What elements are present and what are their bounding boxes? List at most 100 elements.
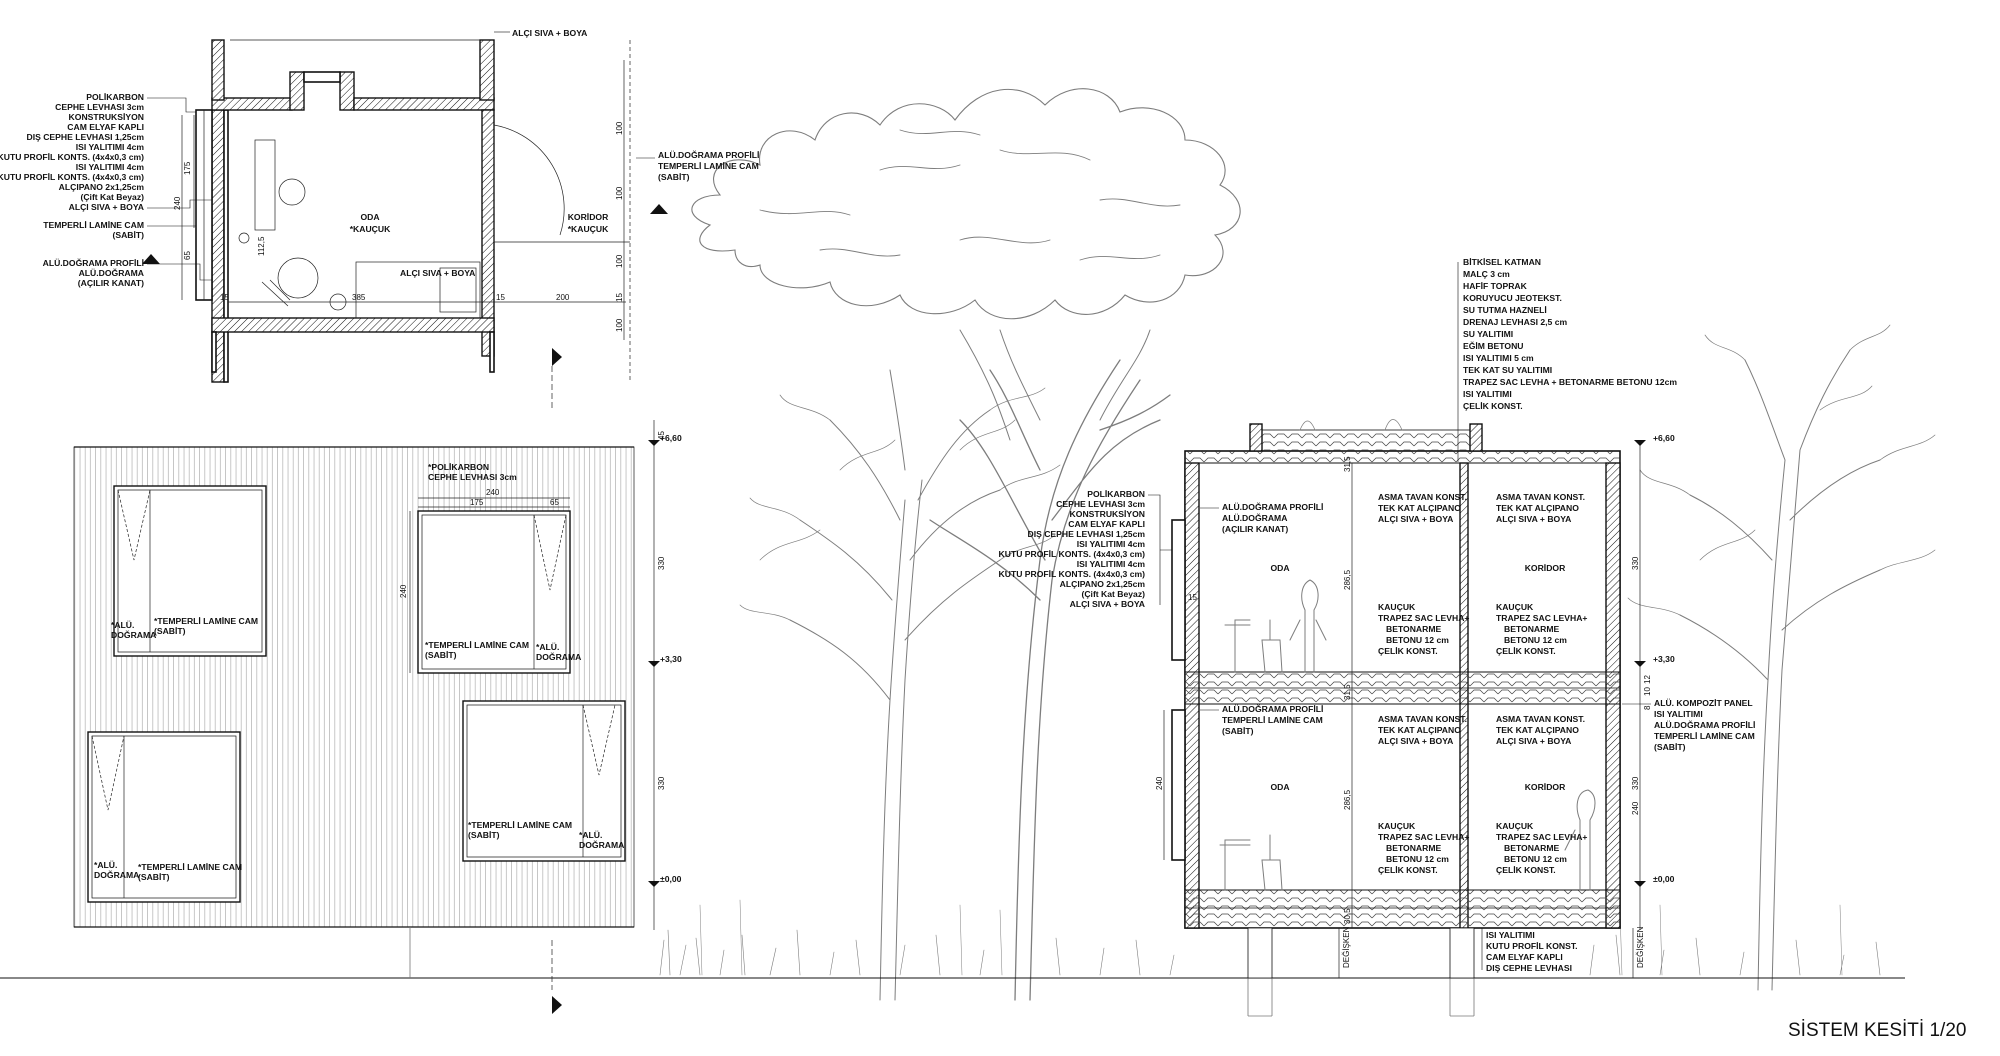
section-label: ISI YALITIMI <box>1463 389 1512 399</box>
section-label: BETONARME <box>1386 843 1441 853</box>
elev-level: ±0,00 <box>660 874 682 884</box>
tree-illustrations <box>659 88 1936 1001</box>
section-label: KAUÇUK <box>1496 821 1534 831</box>
elev-level: +6,60 <box>660 433 682 443</box>
section-label: BETONARME <box>1504 843 1559 853</box>
facade-window <box>113 485 267 657</box>
section-label: TEK KAT ALÇIPANO <box>1496 503 1579 513</box>
section-label: HAFİF TOPRAK <box>1463 281 1528 291</box>
section-label: ALÜ.DOĞRAMA PROFİLİ <box>1222 501 1323 512</box>
section-label: ALÇI SIVA + BOYA <box>1496 514 1571 524</box>
ground-grass <box>659 929 1881 976</box>
section-dim: 330 <box>1631 556 1640 570</box>
plan-bottom-wall <box>211 317 495 333</box>
section-label: TEMPERLİ LAMİNE CAM <box>1222 715 1323 725</box>
plan-label: CAM ELYAF KAPLI <box>67 122 144 132</box>
section-label: TEK KAT ALÇIPANO <box>1378 725 1461 735</box>
plan-label: ALÇIPANO 2x1,25cm <box>59 182 145 192</box>
section-label: ASMA TAVAN KONST. <box>1496 492 1585 502</box>
plan-dim: 112,5 <box>257 236 266 256</box>
plan-dim: 15 <box>220 293 229 302</box>
plan-desk <box>254 139 276 231</box>
section-degisken: DEĞİŞKEN <box>1342 926 1351 968</box>
section-bottom-labels: ISI YALITIMI KUTU PROFİL KONST. CAM ELYA… <box>1481 928 1578 973</box>
elev-dim: 45 <box>657 431 666 440</box>
plan-label: (SABİT) <box>112 230 144 240</box>
plan-corridor-floor: *KAUÇUK <box>568 224 609 234</box>
section-dim: 240 <box>1155 776 1164 790</box>
plan-dim: 240 <box>173 196 182 210</box>
section-ceiling-labels-lower-right: ASMA TAVAN KONST. TEK KAT ALÇIPANO ALÇI … <box>1496 714 1585 746</box>
plan-table <box>277 257 319 299</box>
elev-window-label: DOĞRAMA <box>94 869 139 880</box>
section-label: EĞİM BETONU <box>1463 340 1523 351</box>
section-label: (SABİT) <box>1222 726 1254 736</box>
elev-window-label: *ALÜ. <box>536 642 559 652</box>
section-label: ALÜ. KOMPOZİT PANEL <box>1654 698 1753 708</box>
elev-window-label: DOĞRAMA <box>579 839 624 850</box>
plan-dim: 15 <box>615 293 624 302</box>
section-dim: 15 <box>1188 593 1197 602</box>
elev-window-label: (SABİT) <box>154 626 186 636</box>
section-level: ±0,00 <box>1653 874 1675 884</box>
plan-bed <box>355 261 481 319</box>
section-dim: 10 <box>1643 687 1652 696</box>
plan-label: ALÜ.DOĞRAMA PROFİLİ <box>43 257 144 268</box>
elev-window-label: *TEMPERLİ LAMİNE CAM <box>468 820 572 830</box>
elev-polikarbon-sub: CEPHE LEVHASI 3cm <box>428 472 517 482</box>
section-label: ISI YALITIMI <box>1654 709 1703 719</box>
section-label: BETONU 12 cm <box>1504 635 1567 645</box>
elev-dim: 330 <box>657 556 666 570</box>
plan-dim: 100 <box>615 254 624 268</box>
section-label: ÇELİK KONST. <box>1378 646 1438 656</box>
section-label: ALÇI SIVA + BOYA <box>1070 599 1145 609</box>
section-label: SU TUTMA HAZNELİ <box>1463 305 1547 315</box>
section-label: CAM ELYAF KAPLI <box>1068 519 1145 529</box>
section-floor-labels-upper-right: KAUÇUK TRAPEZ SAC LEVHA+ BETONARME BETON… <box>1496 602 1587 656</box>
plan-label: (Çift Kat Beyaz) <box>80 192 144 202</box>
section-degisken: DEĞİŞKEN <box>1636 926 1645 968</box>
elev-window-label: (SABİT) <box>425 650 457 660</box>
elev-window-label: *ALÜ. <box>579 830 602 840</box>
section-label: TRAPEZ SAC LEVHA+ <box>1378 832 1469 842</box>
elev-window-label: DOĞRAMA <box>536 651 581 662</box>
facade-elevation: *ALÜ. DOĞRAMA *TEMPERLİ LAMİNE CAM (SABİ… <box>73 420 682 978</box>
section-label: ISI YALITIMI 4cm <box>1077 559 1146 569</box>
elev-window-label: *ALÜ. <box>94 860 117 870</box>
elev-window-label: (SABİT) <box>138 872 170 882</box>
section-label: KAUÇUK <box>1496 602 1534 612</box>
section-label: ALÇIPANO 2x1,25cm <box>1060 579 1146 589</box>
section-label: KORUYUCU JEOTEKST. <box>1463 293 1562 303</box>
section-label: TRAPEZ SAC LEVHA+ <box>1496 832 1587 842</box>
facade-window <box>462 700 626 862</box>
section-label: KUTU PROFİL KONTS. (4x4x0,3 cm) <box>999 549 1146 559</box>
section-label: BETONU 12 cm <box>1386 854 1449 864</box>
section-label: KUTU PROFİL KONST. <box>1486 941 1578 951</box>
section-ceiling-labels-upper-right: ASMA TAVAN KONST. TEK KAT ALÇIPANO ALÇI … <box>1496 492 1585 524</box>
plan-dim: 100 <box>615 186 624 200</box>
plan-room-name: ODA <box>360 212 379 222</box>
tree-canopy-outline <box>691 88 1241 320</box>
plan-label: KONSTRUKSİYON <box>69 112 144 122</box>
section-label: TRAPEZ SAC LEVHA+ <box>1378 613 1469 623</box>
section-dim: 286,5 <box>1343 569 1352 590</box>
plan-dim: 385 <box>352 293 366 302</box>
section-label: ASMA TAVAN KONST. <box>1378 714 1467 724</box>
section-dim: 240 <box>1631 801 1640 815</box>
section-label: KUTU PROFİL KONTS. (4x4x0,3 cm) <box>999 569 1146 579</box>
section-marker-icon <box>142 254 160 264</box>
elev-dim: 175 <box>470 498 484 507</box>
tree-left <box>789 369 1001 1001</box>
plan-label-top-right: ALÇI SIVA + BOYA <box>512 28 587 38</box>
section-dim: 330 <box>1631 776 1640 790</box>
section-label: ALÜ.DOĞRAMA PROFİLİ <box>1654 719 1755 730</box>
elev-window-label: DOĞRAMA <box>111 629 156 640</box>
plan-label: ALÜ.DOĞRAMA <box>79 267 144 278</box>
section-label: DIŞ CEPHE LEVHASI 1,25cm <box>1028 529 1146 539</box>
system-section: BİTKİSEL KATMAN MALÇ 3 cm HAFİF TOPRAK K… <box>999 257 1755 979</box>
section-dim: 8 <box>1643 705 1652 710</box>
section-ceiling-labels-upper-left: ASMA TAVAN KONST. TEK KAT ALÇIPANO ALÇI … <box>1378 492 1467 524</box>
section-marker-icon <box>552 996 562 1014</box>
plan-chair <box>278 178 306 206</box>
